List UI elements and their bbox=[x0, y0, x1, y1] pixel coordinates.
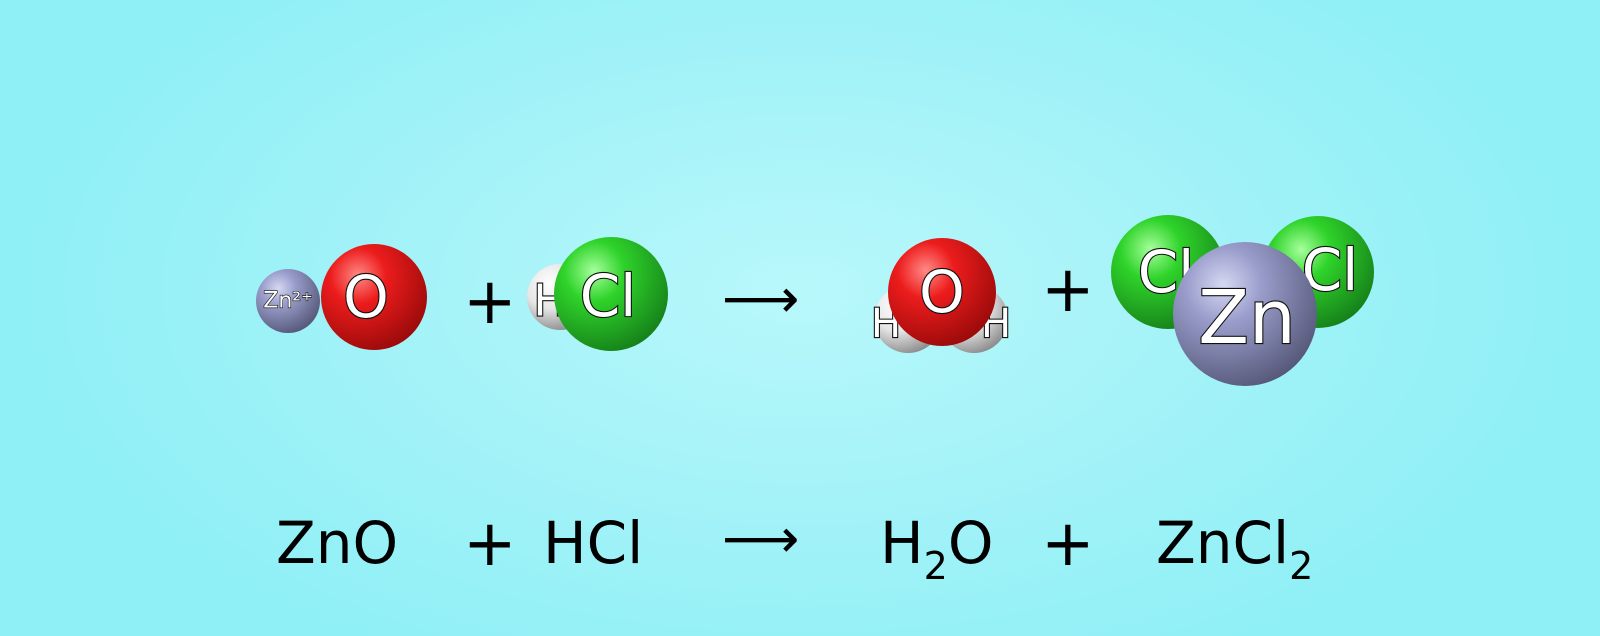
reaction-arrow-models: ⟶ bbox=[722, 267, 800, 330]
formula-zno: ZnO bbox=[276, 509, 399, 577]
chlorine-atom bbox=[554, 237, 668, 351]
plus-sign-models-1: + bbox=[463, 265, 517, 339]
formula-zncl2: ZnCl2 bbox=[1156, 514, 1313, 585]
plus-sign-models-2: + bbox=[1041, 253, 1095, 327]
plus-sign-formula-2: + bbox=[1041, 507, 1095, 581]
formula-h2o-subscript: 2 bbox=[923, 544, 948, 588]
reaction-arrow-formula: ⟶ bbox=[722, 507, 800, 570]
chlorine-label: Cl bbox=[580, 262, 637, 330]
zinc-label: Zn bbox=[1198, 275, 1296, 361]
formula-h2o-o: O bbox=[947, 509, 994, 577]
plus-sign-formula-1: + bbox=[463, 507, 517, 581]
formula-zncl2-subscript: 2 bbox=[1289, 544, 1314, 588]
oxygen-atom bbox=[888, 238, 996, 346]
h2o-model: H H O bbox=[870, 238, 1012, 353]
zncl2-model: Cl Cl Zn bbox=[1111, 215, 1374, 386]
oxygen-atom bbox=[321, 244, 427, 350]
formula-hcl: HCl bbox=[543, 509, 644, 577]
hydrogen-label-right: H bbox=[981, 301, 1011, 347]
hcl-model: H Cl bbox=[527, 237, 668, 351]
formula-zncl2-main: ZnCl bbox=[1156, 509, 1290, 577]
oxygen-label: O bbox=[919, 258, 965, 326]
zinc-ion-label: Zn²⁺ bbox=[263, 289, 312, 314]
zinc-atom bbox=[1173, 242, 1317, 386]
zinc-ion-atom bbox=[256, 269, 320, 333]
oxygen-label: O bbox=[343, 263, 389, 331]
formula-h2o: H2O bbox=[880, 514, 993, 585]
zno-model: Zn²⁺ O bbox=[256, 244, 427, 350]
formula-h2o-h: H bbox=[880, 509, 924, 577]
